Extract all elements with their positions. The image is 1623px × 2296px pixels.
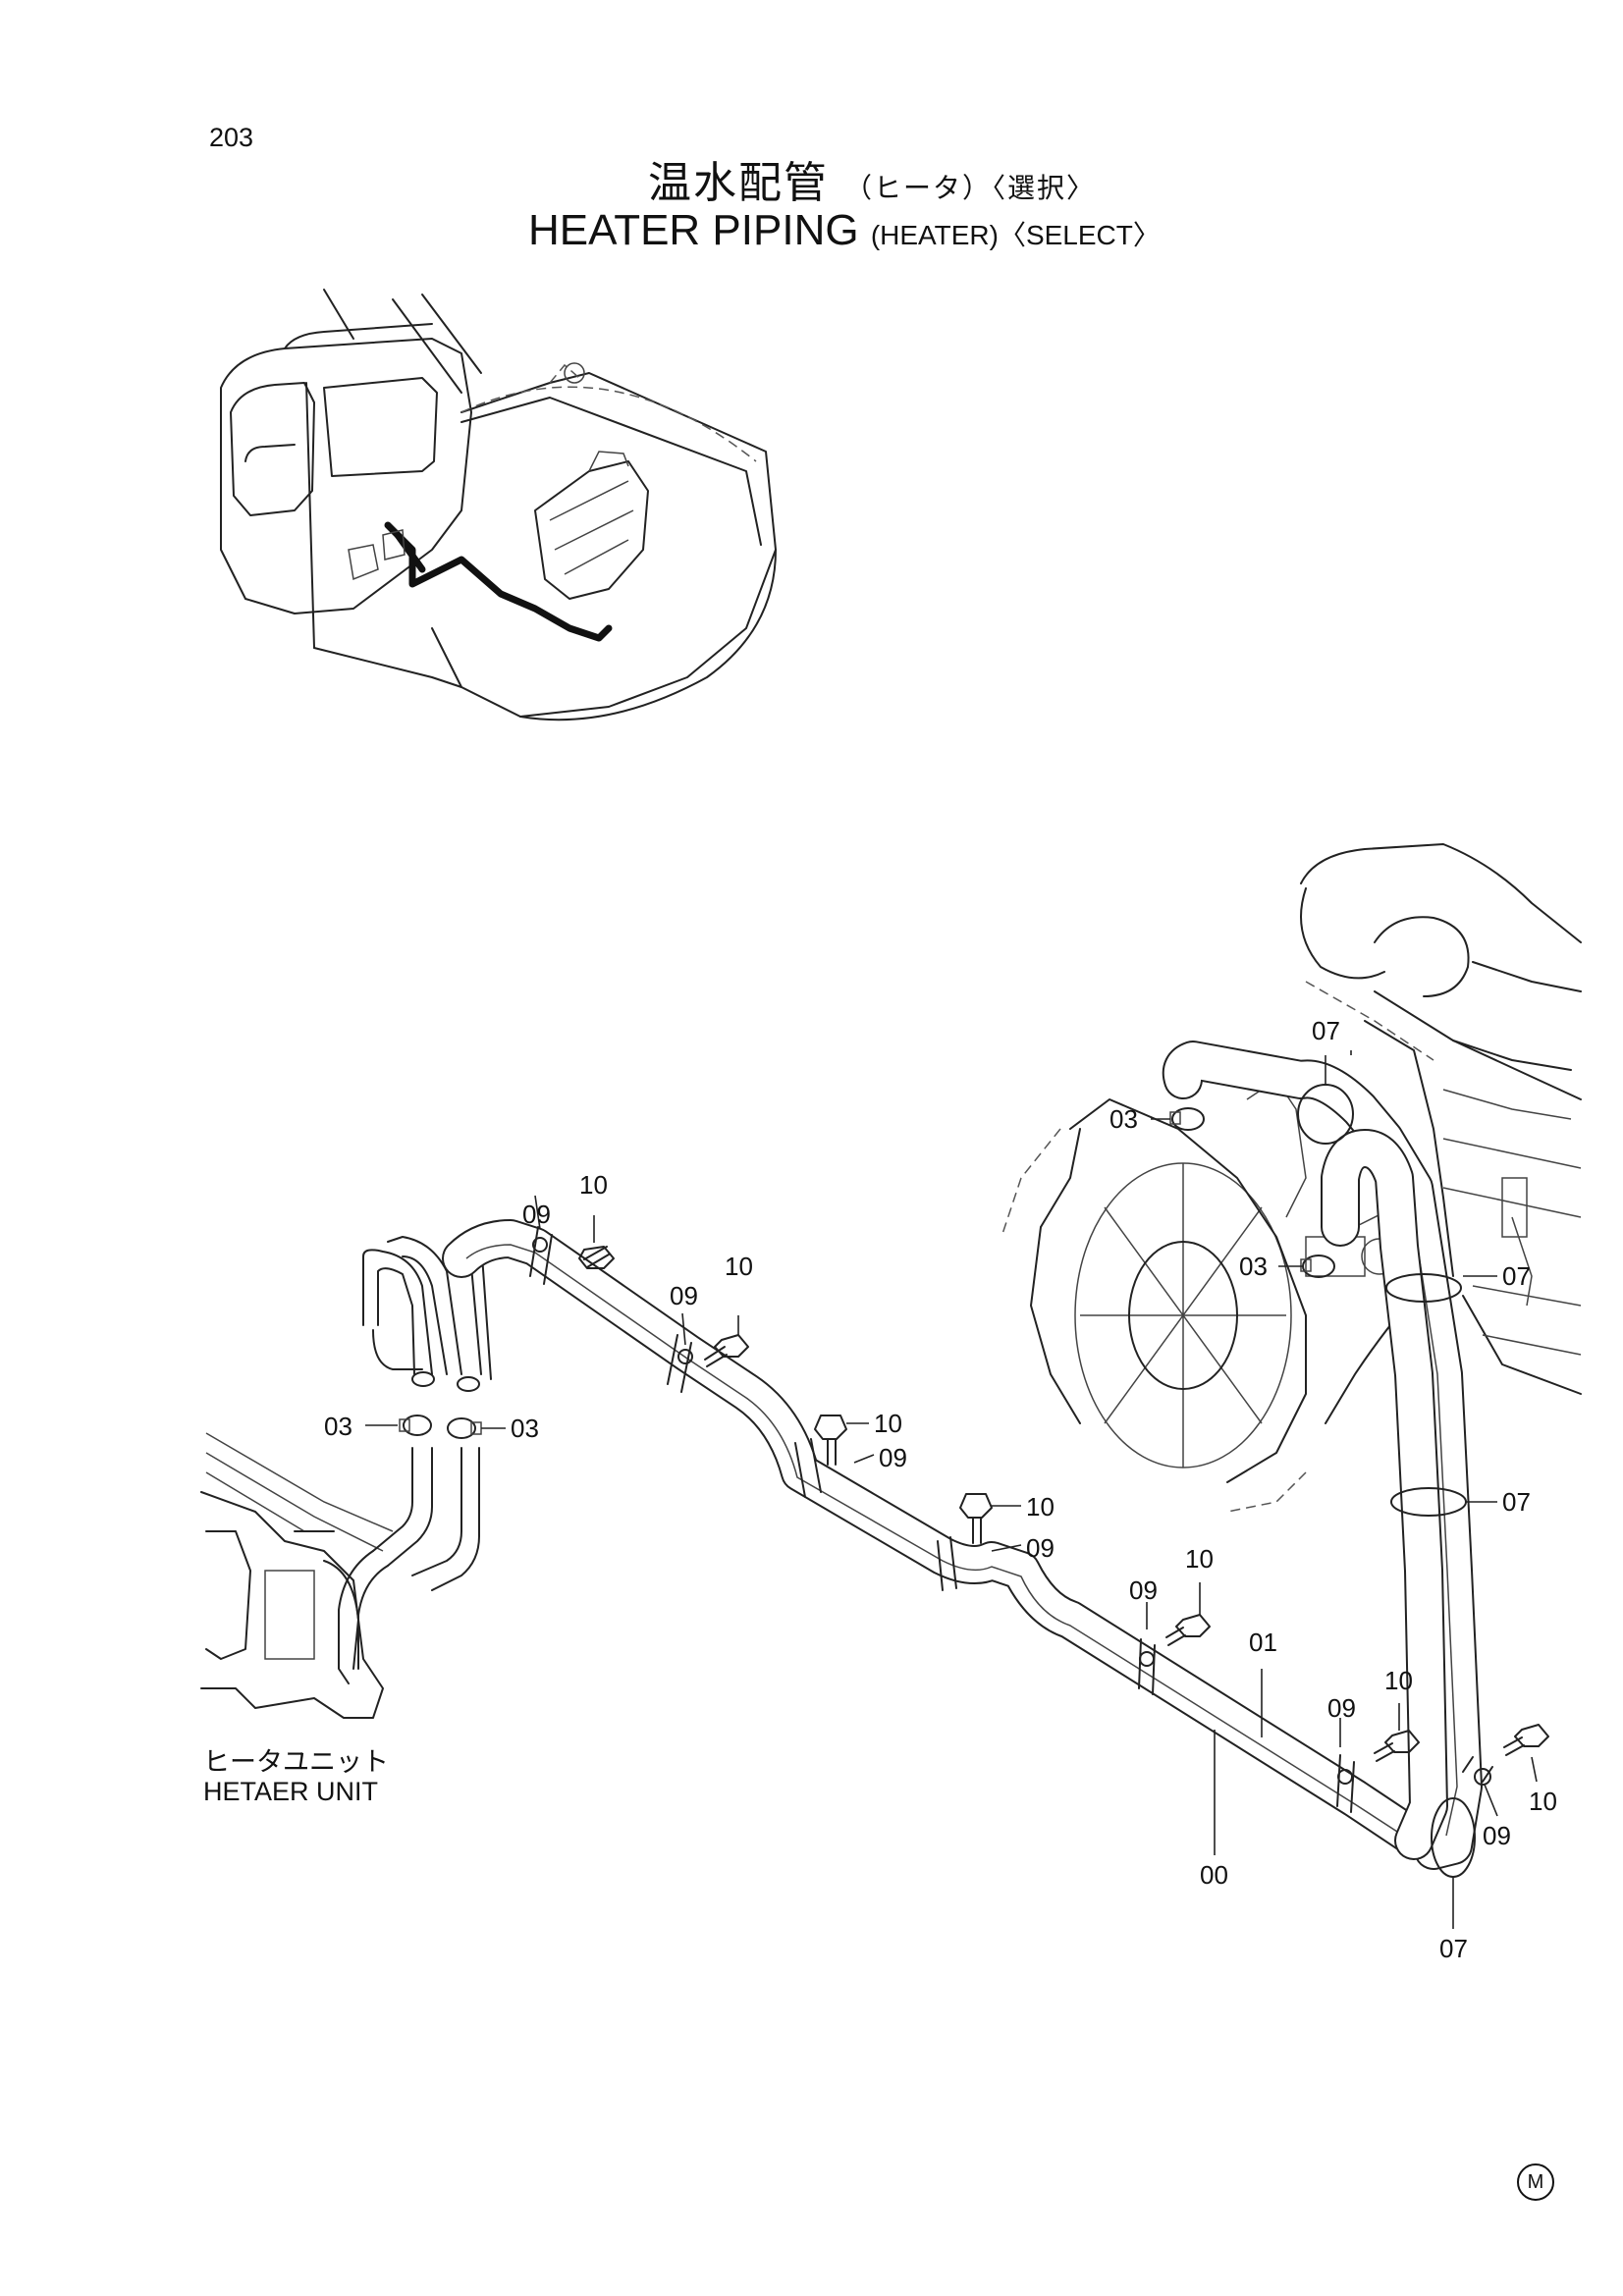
callout-03: 03 xyxy=(1109,1104,1138,1134)
title-en-sub: (HEATER)〈SELECT〉 xyxy=(870,220,1161,250)
callout-09: 09 xyxy=(522,1200,551,1229)
page-number: 203 xyxy=(209,123,254,152)
heater-unit-label-jp: ヒータユニット xyxy=(203,1747,389,1778)
callout-10: 10 xyxy=(725,1252,753,1281)
manufacturer-mark: M xyxy=(1517,2163,1554,2201)
callout-07: 07 xyxy=(1312,1016,1340,1045)
title-japanese: 温水配管 （ヒータ）〈選択〉 xyxy=(648,147,1096,210)
title-en-main: HEATER PIPING xyxy=(528,206,859,254)
title-english: HEATER PIPING (HEATER)〈SELECT〉 xyxy=(528,206,1161,255)
callout-09: 09 xyxy=(1483,1821,1511,1850)
callout-09: 09 xyxy=(1026,1533,1055,1563)
bolt-icon xyxy=(1165,1614,1211,1646)
callout-01: 01 xyxy=(1249,1628,1277,1657)
callout-07: 07 xyxy=(1502,1261,1531,1291)
heater-hose-assembly xyxy=(362,1041,1549,1878)
callout-10: 10 xyxy=(874,1409,902,1438)
leader-lines xyxy=(365,1050,1538,1929)
callout-10: 10 xyxy=(1384,1666,1413,1695)
callout-09: 09 xyxy=(1327,1693,1356,1723)
bolt-icon xyxy=(578,1246,615,1269)
callout-07: 07 xyxy=(1502,1487,1531,1517)
callout-09: 09 xyxy=(879,1443,907,1472)
heater-unit-label-en: HETAER UNIT xyxy=(203,1777,379,1806)
hose-clamp-icon xyxy=(447,1417,482,1439)
bolt-icon xyxy=(1374,1730,1420,1762)
title-jp-sub: （ヒータ）〈選択〉 xyxy=(844,172,1097,204)
callout-07: 07 xyxy=(1439,1934,1468,1963)
callout-00: 00 xyxy=(1200,1860,1228,1890)
bolt-icon xyxy=(1503,1724,1549,1756)
callout-09: 09 xyxy=(670,1281,698,1310)
callout-10: 10 xyxy=(1529,1787,1557,1816)
excavator-overview-illustration xyxy=(220,289,777,721)
heater-unit-illustration xyxy=(200,1432,480,1719)
callout-03: 03 xyxy=(511,1414,539,1443)
callout-10: 10 xyxy=(1026,1492,1055,1522)
callout-10: 10 xyxy=(1185,1544,1214,1574)
hose-clamp-icon xyxy=(399,1415,432,1436)
hose-clamp-icon xyxy=(1169,1107,1205,1131)
callout-09: 09 xyxy=(1129,1575,1158,1605)
callout-10: 10 xyxy=(579,1170,608,1200)
bolt-icon xyxy=(959,1493,993,1544)
callout-03: 03 xyxy=(324,1412,352,1441)
engine-illustration xyxy=(1001,843,1582,1513)
callout-03: 03 xyxy=(1239,1252,1268,1281)
bolt-icon xyxy=(814,1415,847,1466)
title-jp-main: 温水配管 xyxy=(648,158,829,208)
